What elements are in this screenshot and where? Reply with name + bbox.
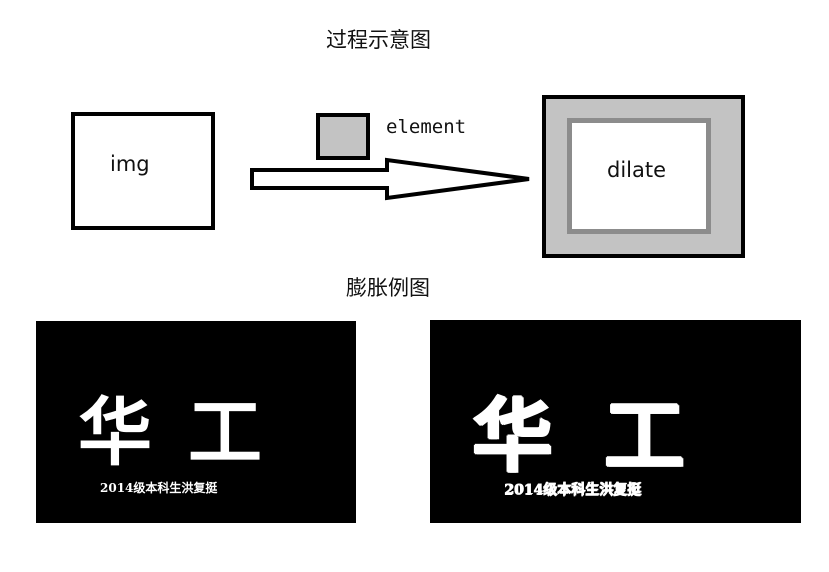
structuring-element-box xyxy=(316,113,370,160)
original-small-text: 2014级本科生洪复挺 xyxy=(100,481,218,495)
process-arrow xyxy=(250,157,530,201)
element-label: element xyxy=(386,116,467,138)
process-diagram-title: 过程示意图 xyxy=(326,28,431,52)
dilated-small-text: 2014级本科生洪复挺 xyxy=(504,482,641,498)
dilate-label: dilate xyxy=(607,158,667,182)
img-box xyxy=(71,112,215,230)
dilated-big-text: 华工 xyxy=(472,389,736,483)
original-big-text: 华工 xyxy=(78,390,298,476)
dilated-image-panel: 华工 2014级本科生洪复挺 xyxy=(430,320,801,523)
original-image-panel: 华工 2014级本科生洪复挺 xyxy=(36,321,356,523)
dilate-original-region xyxy=(567,118,711,234)
img-label: img xyxy=(110,152,150,176)
dilation-example-title: 膨胀例图 xyxy=(346,276,430,300)
